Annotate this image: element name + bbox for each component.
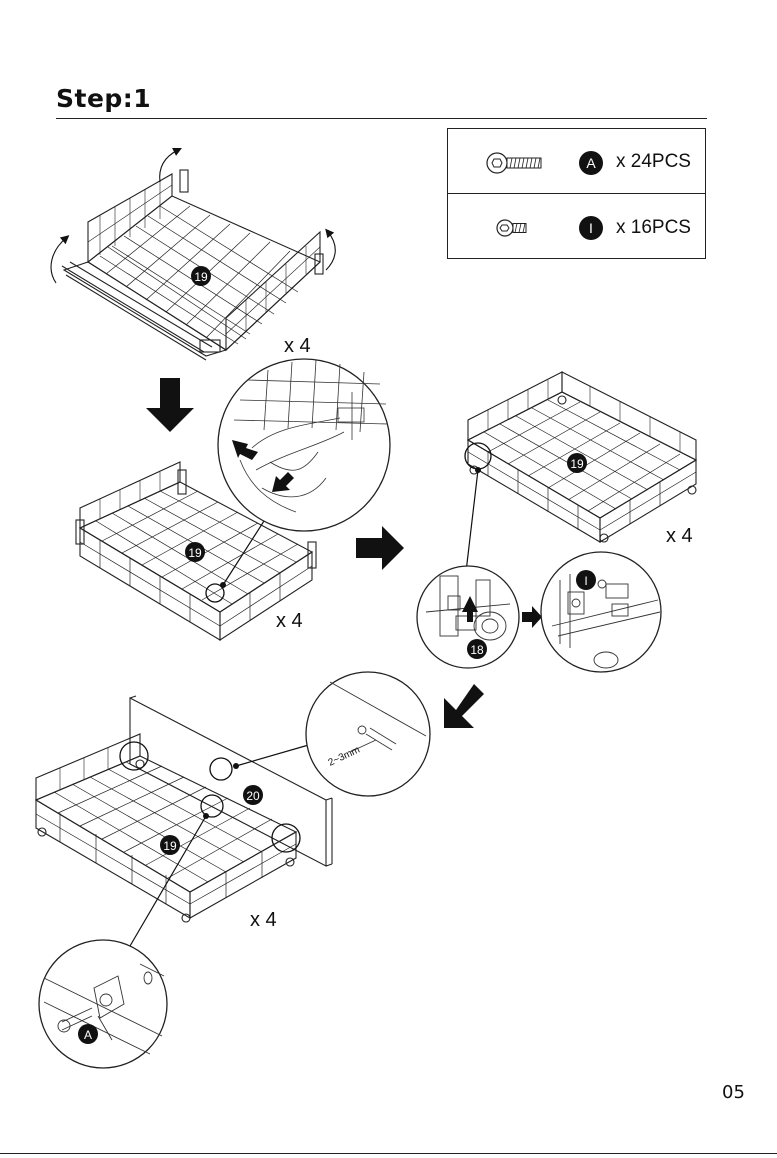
quantity-multiplier: x 4 [666, 525, 693, 547]
quantity-multiplier: x 4 [276, 610, 303, 632]
headboard-panel-illustration [130, 696, 332, 866]
gap-detail-illustration: 2~3mm [306, 672, 430, 796]
pliers-detail-illustration [218, 359, 390, 531]
next-step-arrow-icon [444, 684, 484, 728]
next-step-arrow-icon [146, 378, 194, 432]
part-badge-label: 19 [188, 546, 202, 560]
next-step-arrow-icon [356, 526, 404, 570]
bolt-a-detail-illustration: A [39, 940, 167, 1068]
part-badge-label: 19 [570, 457, 584, 471]
page-number: 05 [722, 1082, 745, 1103]
part-badge-label: 19 [194, 270, 208, 284]
caster-bolt-detail-illustration: I [541, 552, 661, 672]
part-badge-label: I [584, 574, 587, 588]
basket-unfold-illustration [62, 170, 323, 360]
next-step-arrow-icon [522, 606, 542, 628]
part-badge-label: 20 [246, 789, 260, 803]
part-badge-label: 19 [163, 839, 177, 853]
quantity-multiplier: x 4 [284, 335, 311, 357]
quantity-multiplier: x 4 [250, 909, 277, 931]
caster-insert-detail-illustration: 18 [417, 566, 519, 668]
footer-divider [0, 1153, 777, 1154]
part-badge-label: 18 [470, 643, 484, 657]
part-badge-label: A [84, 1028, 92, 1042]
